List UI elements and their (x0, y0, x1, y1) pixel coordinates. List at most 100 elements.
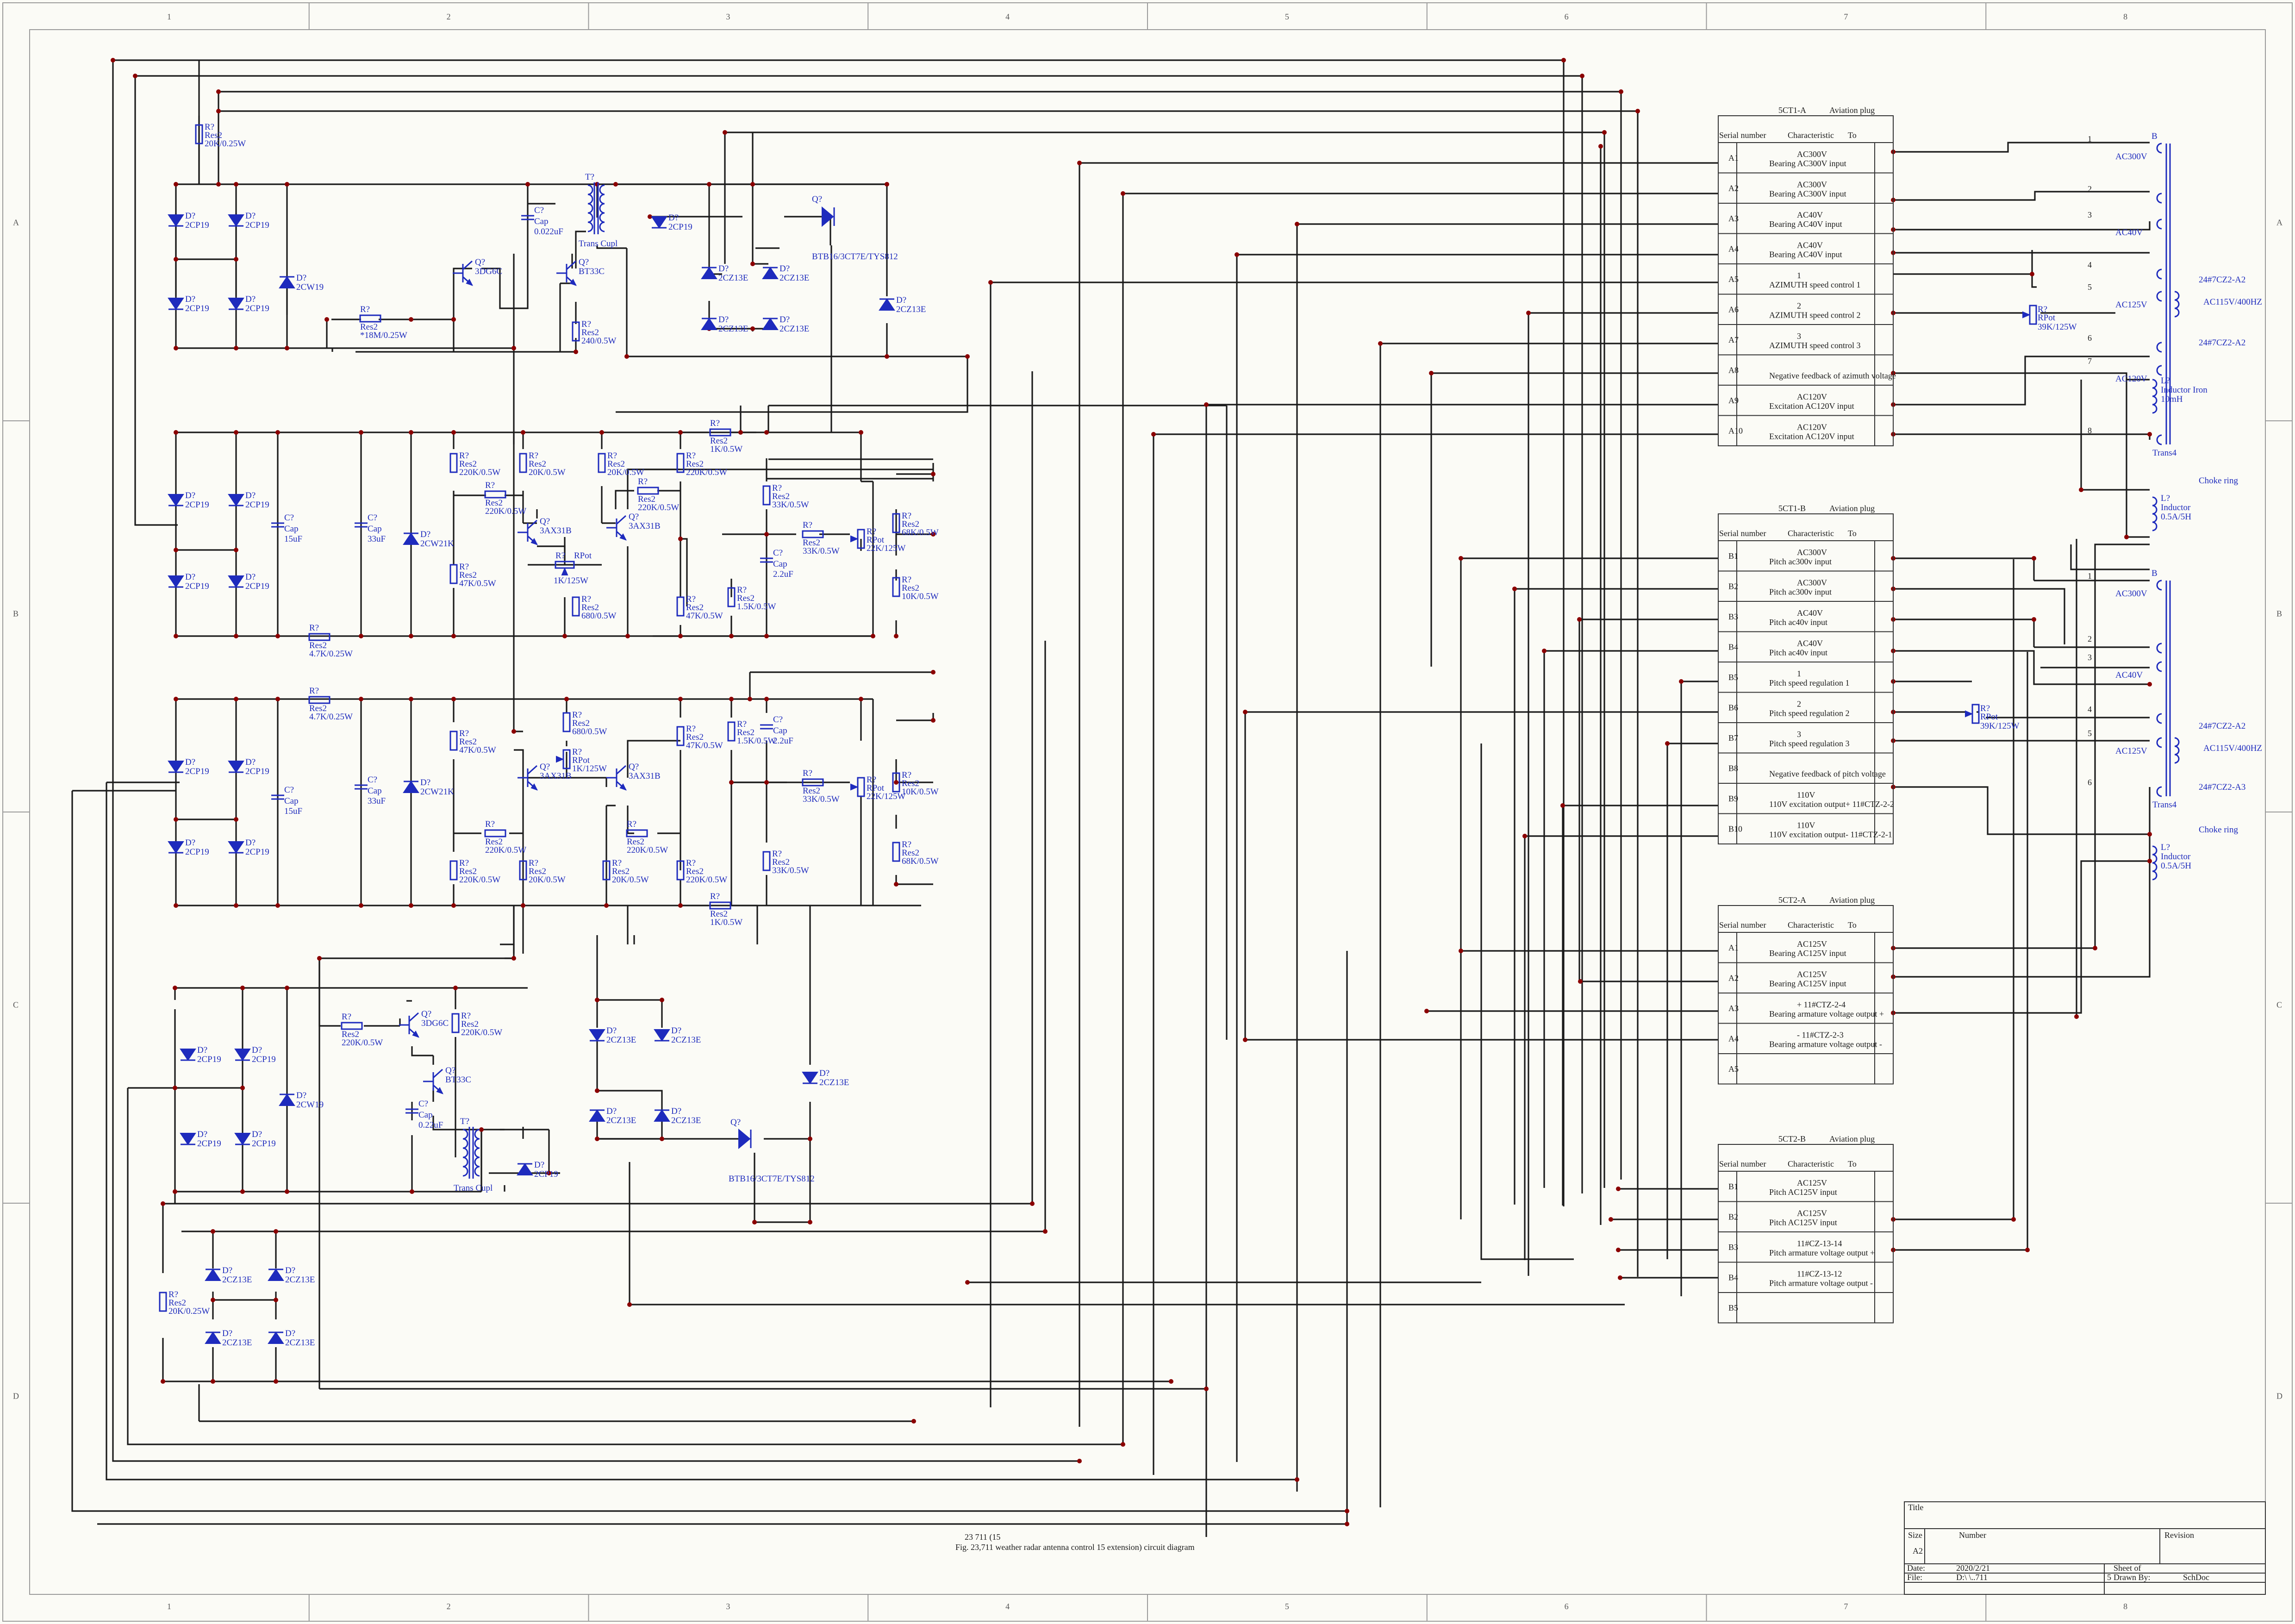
component-label: 2CP19 (668, 222, 692, 232)
component-label: D? (420, 530, 430, 539)
output-transformers: B12345678AC300VAC40VAC125VAC120V24#7CZ2-… (1965, 131, 2262, 881)
component-label: Res2 (710, 436, 728, 446)
junction-dot (885, 182, 889, 187)
connector-value: AC40V (1797, 608, 1823, 618)
junction-dot (211, 1229, 215, 1234)
zener-diode: D?2CZ13E (268, 1266, 315, 1285)
junction-dot (275, 697, 280, 701)
junction-dot (1602, 130, 1607, 135)
transistor: Q?3AX31B (518, 517, 572, 545)
junction-dot (274, 1229, 278, 1234)
junction-dot (285, 346, 289, 350)
connector-desc: AZIMUTH speed control 2 (1769, 310, 1860, 319)
junction-dot (931, 670, 935, 675)
component-label: 3AX31B (540, 526, 572, 536)
output-pin: 24#7CZ2-A2 (2199, 721, 2245, 731)
junction-dot (1578, 979, 1583, 984)
junction-dot (729, 634, 734, 638)
junction-dot (234, 903, 238, 908)
junction-dot (275, 634, 280, 638)
junction-dot (111, 58, 115, 62)
connector-pin: A2 (1728, 973, 1739, 982)
output-pin: 24#7CZ2-A2 (2199, 275, 2245, 285)
component-label: D? (252, 1045, 262, 1055)
junction-dot (234, 182, 238, 187)
component-label: Inductor (2161, 852, 2191, 862)
connector-desc: Pitch ac300v input (1769, 587, 1832, 596)
component-label: R? (1980, 704, 1990, 713)
connector-pin: B4 (1728, 1273, 1738, 1282)
component-label: 2CW21K (420, 787, 454, 797)
connector-value: 110V (1797, 820, 1815, 830)
component-label: D? (222, 1266, 232, 1275)
component-label: Q? (629, 512, 639, 522)
component-label: 68K/0.5W (902, 528, 939, 537)
transistor: Q?BT33C (423, 1066, 471, 1094)
component-label: 47K/0.5W (459, 745, 496, 755)
component-label: 33K/0.5W (772, 866, 809, 875)
component-label: 1K/125W (554, 576, 588, 586)
junction-dot (1618, 1275, 1622, 1280)
component-label: Res2 (485, 837, 503, 847)
junction-dot (547, 1171, 551, 1175)
tb-size-label: Size (1908, 1530, 1922, 1540)
connector-pin: A8 (1728, 365, 1739, 375)
junction-dot (359, 697, 363, 701)
component-label: C? (284, 785, 294, 795)
component-label: *18M/0.25W (360, 331, 407, 340)
component-label: 10K/0.5W (902, 592, 939, 601)
junction-dot (931, 532, 935, 537)
junction-dot (1345, 1522, 1349, 1526)
junction-dot (562, 634, 567, 638)
component-label: Res2 (342, 1030, 359, 1039)
component-label: R? (627, 819, 636, 829)
transistor: Q?3DG6C (399, 1009, 449, 1038)
zone-row-right: A (2276, 218, 2283, 227)
junction-dot (161, 1379, 165, 1384)
component-label: Res2 (581, 328, 599, 337)
component-label: R? (607, 451, 617, 461)
diode: D?2CP19 (168, 572, 209, 591)
transistor: Q?3DG6C (453, 257, 502, 286)
output-spec: AC115V/400HZ (2203, 743, 2262, 753)
output-pin: 24#7CZ2-A3 (2199, 782, 2245, 792)
component-label: R? (612, 858, 622, 868)
component-label: 0.5A/5H (2161, 512, 2191, 522)
component-label: 2CZ13E (780, 324, 809, 334)
tb-revision-label: Revision (2164, 1530, 2194, 1540)
tb-number-label: Number (1959, 1530, 1986, 1540)
connector-desc: Excitation AC120V input (1769, 431, 1854, 441)
component-label: R? (459, 451, 469, 461)
zone-col-top: 4 (1005, 12, 1010, 21)
component-label: R? (737, 585, 747, 595)
junction-dot (409, 317, 413, 322)
component-label: Cap (534, 217, 549, 226)
zone-col-bottom: 7 (1844, 1602, 1848, 1611)
component-label: 20K/0.5W (529, 468, 566, 477)
junction-dot (1121, 191, 1125, 196)
diode: D?2CP19 (180, 1045, 221, 1064)
junction-dot (173, 1189, 177, 1194)
connector-pin: B8 (1728, 763, 1738, 773)
diode: D?2CZ13E (654, 1026, 701, 1045)
component-label: 2CZ13E (718, 324, 748, 334)
component-label: 2CZ13E (285, 1338, 315, 1348)
junction-dot (240, 986, 245, 990)
junction-dot (409, 634, 413, 638)
component-label: 20K/0.5W (612, 875, 649, 885)
connector-desc: Negative feedback of pitch voltage (1769, 769, 1886, 778)
component-label: R? (686, 594, 696, 604)
connector-pin: A10 (1728, 426, 1743, 435)
junction-dot (211, 1298, 215, 1302)
component-label: Res2 (459, 867, 477, 876)
junction-dot (564, 697, 569, 701)
diode: D?2CP19 (234, 1045, 276, 1064)
